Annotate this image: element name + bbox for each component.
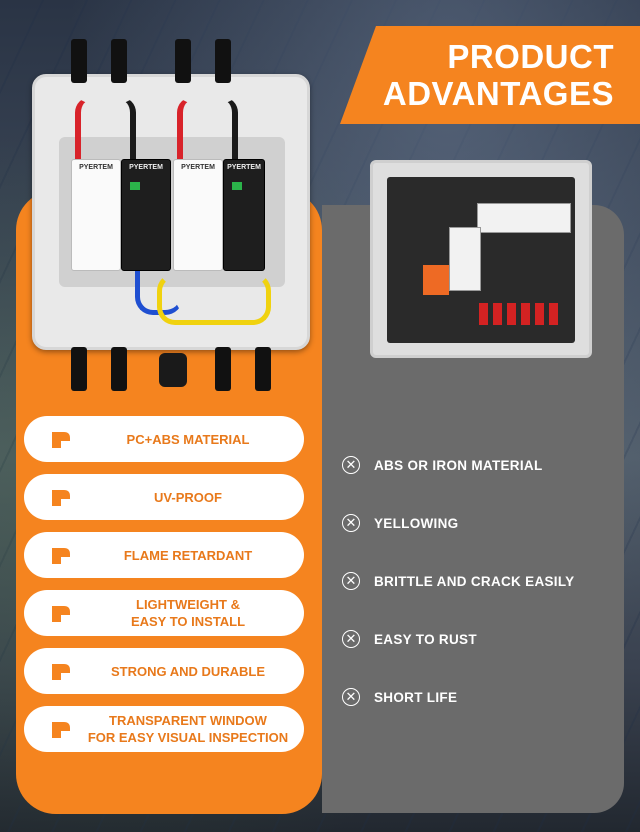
advantage-text: STRONG AND DURABLE	[110, 663, 266, 679]
disadvantage-text: BRITTLE AND CRACK EASILY	[374, 573, 575, 589]
advantage-item: UV-PROOF	[24, 474, 304, 520]
bottom-connector	[71, 347, 87, 391]
top-connector	[215, 39, 231, 83]
fuse-holder	[493, 303, 502, 325]
terminal-block	[423, 265, 449, 295]
brand-logo-icon	[52, 490, 70, 506]
advantage-text: FLAME RETARDANT	[123, 547, 253, 563]
title-banner: PRODUCT ADVANTAGES	[340, 26, 640, 124]
advantage-item: FLAME RETARDANT	[24, 532, 304, 578]
fuse-holder	[507, 303, 516, 325]
disadvantage-item: ✕ SHORT LIFE	[342, 688, 457, 706]
breaker-label: PYERTEM	[181, 164, 215, 171]
advantage-text: LIGHTWEIGHT & EASY TO INSTALL	[130, 597, 246, 629]
circle-x-icon: ✕	[342, 688, 360, 706]
advantage-item: STRONG AND DURABLE	[24, 648, 304, 694]
advantage-text: PC+ABS MATERIAL	[126, 431, 250, 447]
fuse-holder	[535, 303, 544, 325]
bottom-connector	[111, 347, 127, 391]
brand-logo-icon	[52, 606, 70, 622]
advantage-item: LIGHTWEIGHT & EASY TO INSTALL	[24, 590, 304, 636]
disadvantage-item: ✕ BRITTLE AND CRACK EASILY	[342, 572, 574, 590]
product-combiner-box-image: PYERTEM PYERTEM PYERTEM PYERTEM	[32, 39, 310, 391]
banner-title-line1: PRODUCT	[447, 38, 614, 75]
breaker-label: PYERTEM	[129, 164, 163, 171]
black-wire	[207, 97, 238, 193]
status-window	[130, 182, 140, 190]
top-connector	[111, 39, 127, 83]
black-wire	[105, 97, 136, 193]
breaker-label: PYERTEM	[79, 164, 113, 171]
competitor-box-interior	[387, 177, 575, 343]
brand-logo-icon	[52, 432, 70, 448]
disadvantage-text: ABS OR IRON MATERIAL	[374, 457, 543, 473]
disadvantage-item: ✕ EASY TO RUST	[342, 630, 477, 648]
fuse-holder	[479, 303, 488, 325]
advantage-item: PC+ABS MATERIAL	[24, 416, 304, 462]
main-breaker	[449, 227, 481, 291]
disadvantage-item: ✕ YELLOWING	[342, 514, 458, 532]
bottom-connector	[255, 347, 271, 391]
bottom-connector	[215, 347, 231, 391]
breaker-row	[477, 203, 571, 233]
fuse-holder	[549, 303, 558, 325]
fuse-holder	[521, 303, 530, 325]
disadvantage-text: EASY TO RUST	[374, 631, 477, 647]
top-connector	[175, 39, 191, 83]
dc-breaker: PYERTEM	[71, 159, 121, 271]
circle-x-icon: ✕	[342, 514, 360, 532]
cable-gland	[159, 353, 187, 387]
yellow-wire	[157, 273, 271, 325]
banner-title-line2: ADVANTAGES	[382, 75, 614, 112]
brand-logo-icon	[52, 548, 70, 564]
brand-logo-icon	[52, 664, 70, 680]
circle-x-icon: ✕	[342, 572, 360, 590]
disadvantage-item: ✕ ABS OR IRON MATERIAL	[342, 456, 543, 474]
breaker-label: PYERTEM	[227, 164, 261, 171]
surge-protector: PYERTEM	[223, 159, 265, 271]
advantage-item: TRANSPARENT WINDOW FOR EASY VISUAL INSPE…	[24, 706, 304, 752]
dc-breaker: PYERTEM	[173, 159, 223, 271]
competitor-box-image	[370, 160, 592, 358]
red-wire	[75, 97, 106, 193]
disadvantage-text: YELLOWING	[374, 515, 459, 531]
advantage-text: TRANSPARENT WINDOW FOR EASY VISUAL INSPE…	[87, 713, 289, 745]
brand-logo-icon	[52, 722, 70, 738]
red-wire	[177, 97, 208, 193]
advantage-text: UV-PROOF	[154, 489, 222, 505]
top-connector	[71, 39, 87, 83]
disadvantage-text: SHORT LIFE	[374, 689, 458, 705]
status-window	[232, 182, 242, 190]
circle-x-icon: ✕	[342, 630, 360, 648]
surge-protector: PYERTEM	[121, 159, 171, 271]
circle-x-icon: ✕	[342, 456, 360, 474]
